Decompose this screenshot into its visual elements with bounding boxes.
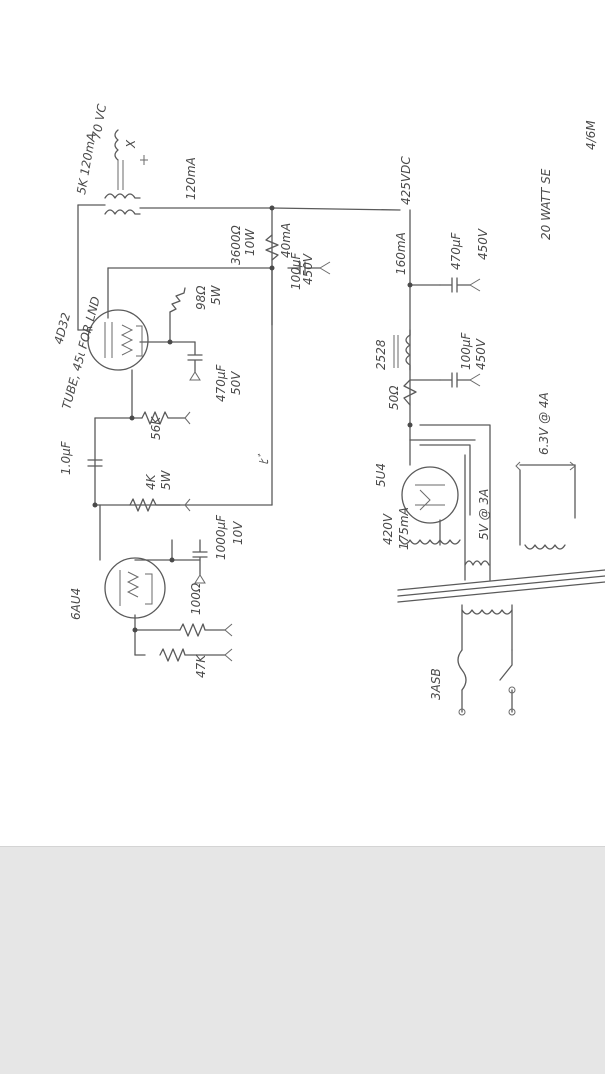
label-5w-a: 5W bbox=[159, 469, 173, 490]
component-labels: 6AU4 47K 100Ω 1000μF 10V 1.0μF 4K 5W 56K… bbox=[51, 102, 598, 700]
inductors bbox=[104, 129, 566, 615]
label-10v: 10V bbox=[231, 521, 245, 545]
label-50v: 50V bbox=[229, 371, 243, 395]
label-50ohm: 50Ω bbox=[387, 385, 401, 410]
label-100ohm: 100Ω bbox=[189, 582, 203, 615]
label-100uf-a: 100μF bbox=[289, 251, 303, 290]
output-tube-symbol bbox=[87, 309, 149, 371]
label-425vdc: 425VDC bbox=[399, 156, 413, 205]
label-signature: 4/6M bbox=[584, 120, 598, 150]
junction-dots bbox=[92, 205, 413, 633]
label-5u4: 5U4 bbox=[374, 463, 388, 487]
label-450v-a: 450V bbox=[301, 253, 315, 285]
rectifier-tube-symbol bbox=[401, 466, 459, 524]
label-5v3a: 5V @ 3A bbox=[477, 489, 491, 540]
label-10w: 10W bbox=[243, 228, 257, 256]
label-47k: 47K bbox=[194, 654, 208, 678]
label-40ma: 40mA bbox=[279, 223, 293, 258]
label-450v-c: 450V bbox=[474, 338, 488, 370]
label-470uf: 470μF bbox=[214, 363, 228, 402]
label-6au4: 6AU4 bbox=[69, 588, 83, 620]
label-98ohm: 98Ω bbox=[194, 285, 208, 310]
label-63v4a: 6.3V @ 4A bbox=[537, 392, 551, 455]
label-2528: 2528 bbox=[374, 339, 388, 370]
label-1uf: 1.0μF bbox=[59, 440, 73, 475]
label-mark: ﾋﾞ bbox=[257, 453, 271, 465]
resistors bbox=[129, 234, 417, 662]
driver-tube-symbol bbox=[104, 557, 166, 619]
label-3asb: 3ASB bbox=[429, 668, 443, 700]
label-56k: 56K bbox=[149, 416, 163, 440]
label-175ma: 175mA bbox=[397, 507, 411, 550]
hand-drawn-schematic: 6AU4 47K 100Ω 1000μF 10V 1.0μF 4K 5W 56K… bbox=[51, 102, 605, 716]
label-ot-spec: 5K 120mA bbox=[74, 132, 99, 196]
label-4k: 4K bbox=[144, 473, 158, 490]
label-1000uf: 1000μF bbox=[214, 514, 228, 560]
wiring bbox=[77, 204, 605, 713]
label-120ma: 120mA bbox=[184, 157, 198, 200]
label-4d32: 4D32 bbox=[51, 311, 73, 346]
label-420v: 420V bbox=[381, 513, 395, 545]
label-tube-note: TUBE, 45ι FOR LND bbox=[59, 295, 103, 411]
label-450v-b: 450V bbox=[476, 228, 490, 260]
fuse-and-switch bbox=[457, 461, 576, 716]
paper-sheet: 6AU4 47K 100Ω 1000μF 10V 1.0μF 4K 5W 56K… bbox=[0, 0, 605, 847]
ground-symbols bbox=[140, 155, 481, 662]
empty-background-area bbox=[0, 847, 605, 1074]
label-ot-spec2: 70 VC bbox=[89, 102, 109, 140]
label-ot-x: X bbox=[124, 139, 138, 149]
label-160ma: 160mA bbox=[394, 232, 408, 275]
label-100uf-b: 100μF bbox=[459, 331, 473, 370]
label-20-watt-se: 20 WATT SE bbox=[539, 168, 553, 240]
label-5w-b: 5W bbox=[209, 284, 223, 305]
label-3600ohm: 3600Ω bbox=[229, 224, 243, 265]
capacitors bbox=[87, 261, 471, 576]
label-470uf-b: 470μF bbox=[449, 231, 463, 270]
